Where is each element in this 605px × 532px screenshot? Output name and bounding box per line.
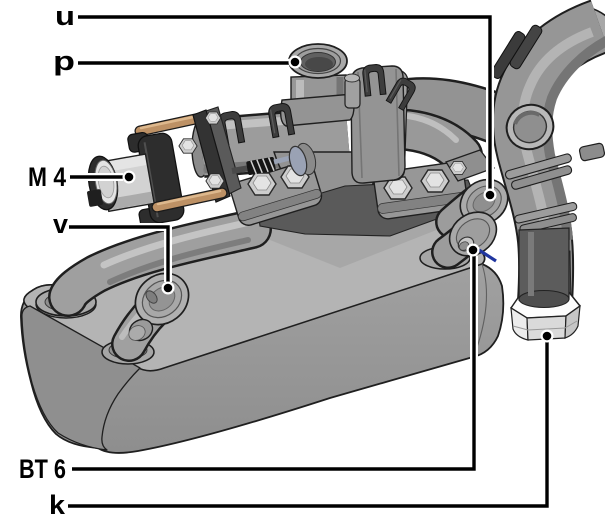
bt6-sensor-pin-blue (478, 248, 497, 263)
port-collar-left-front-rim (35, 303, 97, 319)
manifold-assembly (191, 43, 483, 237)
label-k: k (49, 490, 66, 520)
callout-dot-bt6 (466, 243, 480, 257)
callout-u: u (55, 1, 497, 202)
slab-left-face (21, 305, 141, 451)
leader-line-u (78, 15, 492, 190)
callout-dot-p (288, 55, 302, 69)
callout-dot-k (540, 329, 554, 343)
nut-face-right (564, 304, 581, 339)
leader-line-bt6 (72, 256, 476, 471)
label-m4: M 4 (28, 162, 66, 192)
union-nut (510, 227, 581, 341)
callout-bt6: BT 6 (19, 243, 480, 484)
motor-actuator (87, 106, 317, 228)
port-p (279, 43, 361, 127)
leader-line-k (68, 342, 549, 508)
callout-k: k (49, 329, 554, 520)
spring (246, 156, 276, 176)
callouts: u p M 4 v BT 6 k (19, 1, 554, 520)
callout-dot-u (483, 188, 497, 202)
label-u: u (55, 1, 75, 31)
callout-dot-m4 (122, 170, 136, 184)
label-p: p (53, 46, 75, 76)
callout-dot-v (161, 281, 175, 295)
leader-line-v (69, 225, 170, 282)
label-v: v (53, 209, 68, 239)
fitting-v-elbow (101, 272, 190, 365)
label-bt6: BT 6 (19, 454, 66, 484)
pipe-side-opening (505, 103, 555, 151)
left-return-pipe (35, 209, 272, 319)
valve-plug-disc (288, 145, 308, 177)
callout-m4: M 4 (28, 162, 136, 192)
callout-p: p (53, 46, 302, 76)
callout-v: v (53, 209, 175, 295)
fitting-stack-center (419, 149, 509, 270)
